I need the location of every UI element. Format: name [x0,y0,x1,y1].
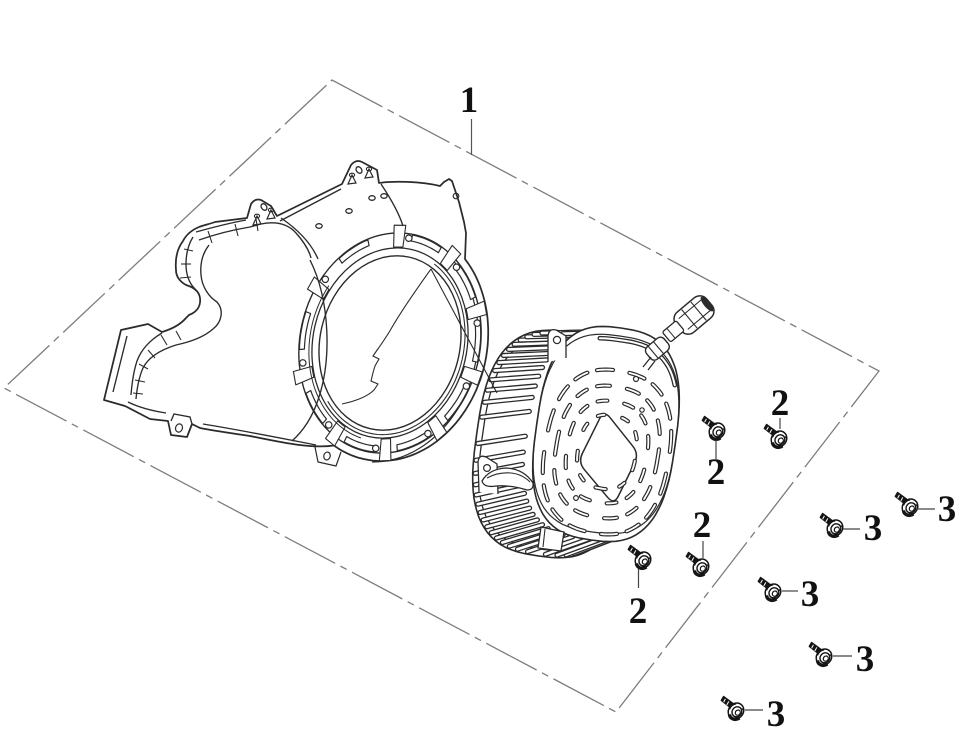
svg-text:3: 3 [767,694,786,732]
svg-text:1: 1 [460,80,479,121]
svg-text:2: 2 [771,383,790,424]
svg-text:3: 3 [856,639,875,680]
svg-text:3: 3 [801,574,820,615]
svg-text:2: 2 [707,452,726,493]
svg-text:3: 3 [938,489,957,530]
svg-text:2: 2 [693,505,712,546]
svg-text:3: 3 [864,508,883,549]
svg-text:2: 2 [629,591,648,632]
